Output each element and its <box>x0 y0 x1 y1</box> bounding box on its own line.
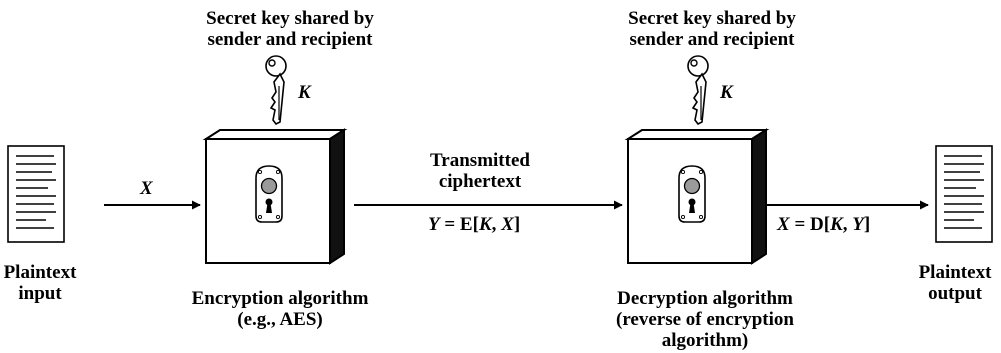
ciphertext-equation: Y = E[K, X] <box>428 214 521 235</box>
key-right-symbol: K <box>720 82 733 103</box>
transmitted-ciphertext-label: Transmitted ciphertext <box>430 150 530 192</box>
output-equation: X = D[K, Y] <box>777 214 871 235</box>
secret-key-right-icon <box>687 55 709 125</box>
decryption-lock-icon <box>678 165 706 223</box>
key-right-caption: Secret key shared by sender and recipien… <box>628 8 796 50</box>
key-left-caption: Secret key shared by sender and recipien… <box>206 8 374 50</box>
secret-key-left-icon <box>265 55 287 125</box>
input-variable: X <box>140 178 153 199</box>
plaintext-input-label: Plaintext input <box>3 262 77 304</box>
encryption-lock-icon <box>255 165 283 223</box>
key-left-symbol: K <box>298 82 311 103</box>
plaintext-input-document-icon <box>7 145 65 243</box>
encryption-algorithm-label: Encryption algorithm (e.g., AES) <box>191 288 369 330</box>
plaintext-output-document-icon <box>935 145 993 243</box>
decryption-algorithm-label: Decryption algorithm (reverse of encrypt… <box>616 288 794 351</box>
plaintext-output-label: Plaintext output <box>918 262 992 304</box>
